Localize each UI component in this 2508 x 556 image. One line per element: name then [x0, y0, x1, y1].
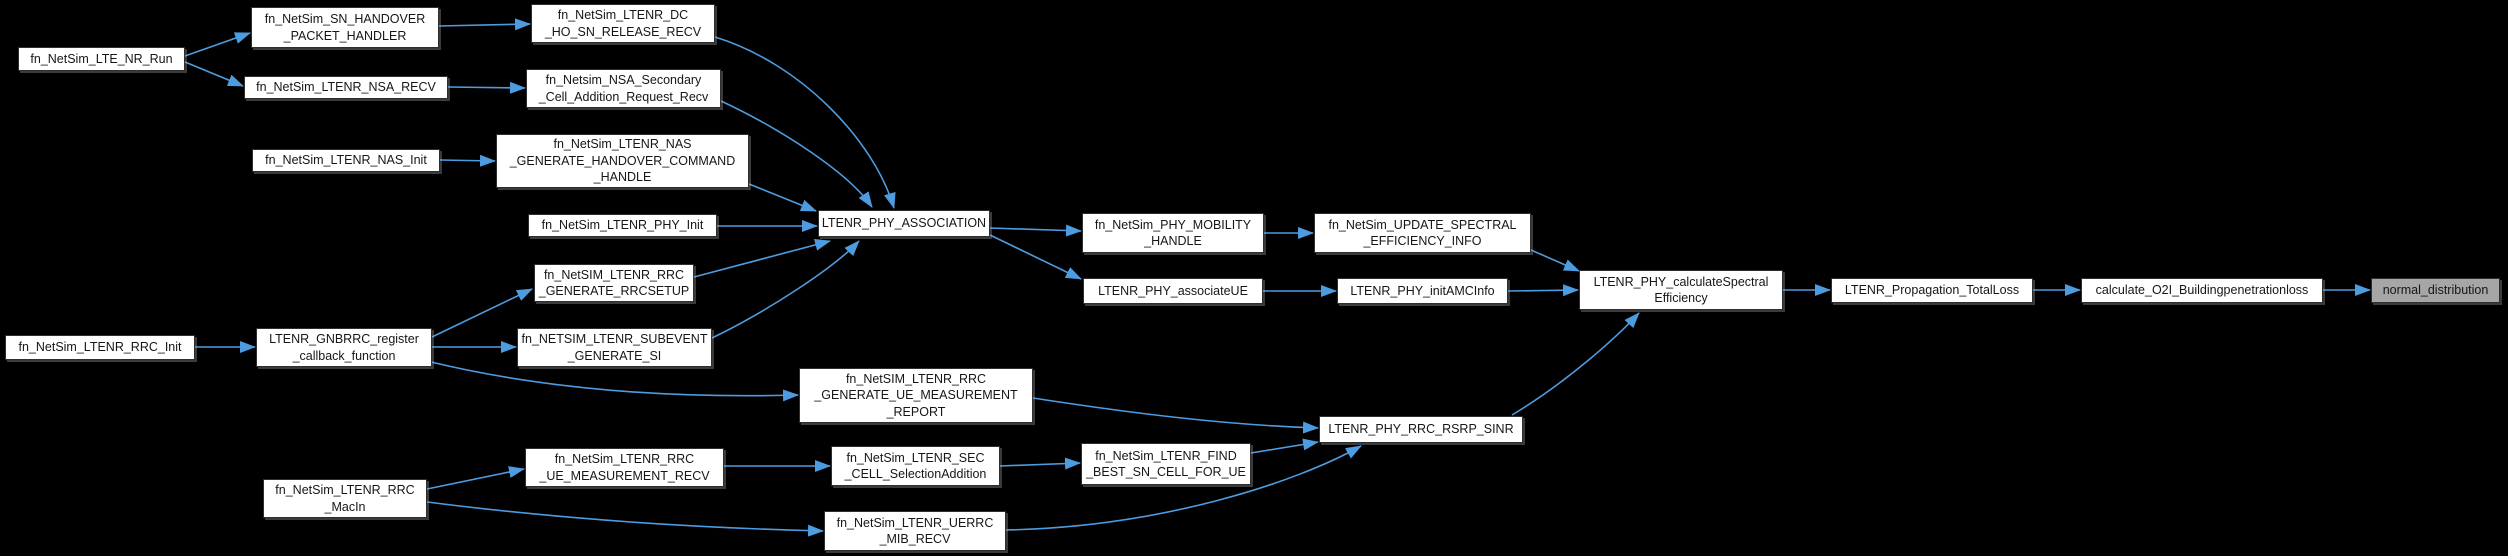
- node-nas_init[interactable]: fn_NetSim_LTENR_NAS_Init: [252, 149, 440, 172]
- node-lte_nr_run[interactable]: fn_NetSim_LTE_NR_Run: [18, 47, 185, 71]
- edge-association-to-mobility: [989, 224, 1082, 237]
- node-association[interactable]: LTENR_PHY_ASSOCIATION: [818, 210, 990, 237]
- edge-gnbrrc-to-report: [430, 361, 799, 402]
- edge-nas_generate-to-association: [748, 183, 817, 212]
- node-uerrc_mib[interactable]: fn_NetSim_LTENR_UERRC _MIB_RECV: [824, 511, 1006, 551]
- node-sec_cell[interactable]: fn_NetSim_LTENR_SEC _CELL_SelectionAddit…: [831, 446, 1000, 486]
- edge-nsa_secondary-to-association: [720, 100, 873, 208]
- node-subevent[interactable]: fn_NETSIM_LTENR_SUBEVENT _GENERATE_SI: [517, 328, 712, 367]
- node-sn_handover[interactable]: fn_NetSim_SN_HANDOVER _PACKET_HANDLER: [251, 7, 439, 48]
- edge-nsa_recv-to-nsa_secondary: [447, 81, 526, 94]
- node-nas_generate[interactable]: fn_NetSim_LTENR_NAS _GENERATE_HANDOVER_C…: [496, 134, 749, 188]
- edge-dc_ho-to-association: [714, 36, 896, 209]
- edge-rsrp_sinr-to-calc_spectral: [1511, 312, 1640, 416]
- edge-macin-to-ue_meas_recv: [426, 466, 525, 490]
- edge-gnbrrc-to-rrcsetup: [431, 288, 533, 338]
- node-mobility[interactable]: fn_NetSim_PHY_MOBILITY _HANDLE: [1082, 213, 1264, 253]
- edge-subevent-to-association: [711, 240, 860, 339]
- edge-nas_init-to-nas_generate: [439, 154, 496, 167]
- edge-association-to-associate_ue: [989, 234, 1082, 280]
- edge-group: [184, 18, 2371, 537]
- edge-lte_nr_run-to-nsa_recv: [184, 61, 244, 87]
- node-total_loss[interactable]: LTENR_Propagation_TotalLoss: [1831, 278, 2033, 303]
- node-init_amc[interactable]: LTENR_PHY_initAMCInfo: [1337, 278, 1508, 304]
- node-find_best[interactable]: fn_NetSim_LTENR_FIND _BEST_SN_CELL_FOR_U…: [1081, 443, 1251, 485]
- node-calc_spectral[interactable]: LTENR_PHY_calculateSpectral Efficiency: [1579, 270, 1783, 310]
- edge-find_best-to-rsrp_sinr: [1250, 438, 1319, 454]
- edge-lte_nr_run-to-sn_handover: [184, 32, 251, 57]
- node-dc_ho[interactable]: fn_NetSim_LTENR_DC _HO_SN_RELEASE_RECV: [531, 4, 715, 43]
- node-associate_ue[interactable]: LTENR_PHY_associateUE: [1083, 278, 1263, 304]
- edge-init_amc-to-calc_spectral: [1507, 284, 1579, 297]
- node-ue_meas_recv[interactable]: fn_NetSim_LTENR_RRC _UE_MEASUREMENT_RECV: [525, 448, 724, 487]
- edge-sn_handover-to-dc_ho: [438, 18, 531, 31]
- edge-macin-to-uerrc_mib: [426, 501, 824, 537]
- node-update_spectral[interactable]: fn_NetSim_UPDATE_SPECTRAL _EFFICIENCY_IN…: [1314, 213, 1531, 253]
- edge-report-to-rsrp_sinr: [1032, 397, 1319, 434]
- edge-update_spectral-to-calc_spectral: [1530, 249, 1580, 272]
- node-nsa_recv[interactable]: fn_NetSim_LTENR_NSA_RECV: [244, 76, 448, 99]
- edge-uerrc_mib-to-rsrp_sinr: [1005, 445, 1362, 531]
- node-normal_dist[interactable]: normal_distribution: [2371, 278, 2500, 303]
- node-gnbrrc[interactable]: LTENR_GNBRRC_register _callback_function: [256, 328, 432, 367]
- edge-sec_cell-to-find_best: [999, 457, 1081, 470]
- edge-rrcsetup-to-association: [693, 239, 831, 278]
- node-report[interactable]: fn_NetSIM_LTENR_RRC _GENERATE_UE_MEASURE…: [799, 368, 1033, 423]
- node-phy_init[interactable]: fn_NetSim_LTENR_PHY_Init: [528, 214, 717, 237]
- node-rsrp_sinr[interactable]: LTENR_PHY_RRC_RSRP_SINR: [1319, 416, 1523, 443]
- node-macin[interactable]: fn_NetSim_LTENR_RRC _MacIn: [263, 479, 427, 518]
- node-rrc_init[interactable]: fn_NetSim_LTENR_RRC_Init: [5, 335, 195, 360]
- node-o2i[interactable]: calculate_O2I_Buildingpenetrationloss: [2081, 278, 2323, 303]
- node-nsa_secondary[interactable]: fn_Netsim_NSA_Secondary _Cell_Addition_R…: [526, 69, 721, 108]
- node-rrcsetup[interactable]: fn_NetSIM_LTENR_RRC _GENERATE_RRCSETUP: [534, 264, 694, 302]
